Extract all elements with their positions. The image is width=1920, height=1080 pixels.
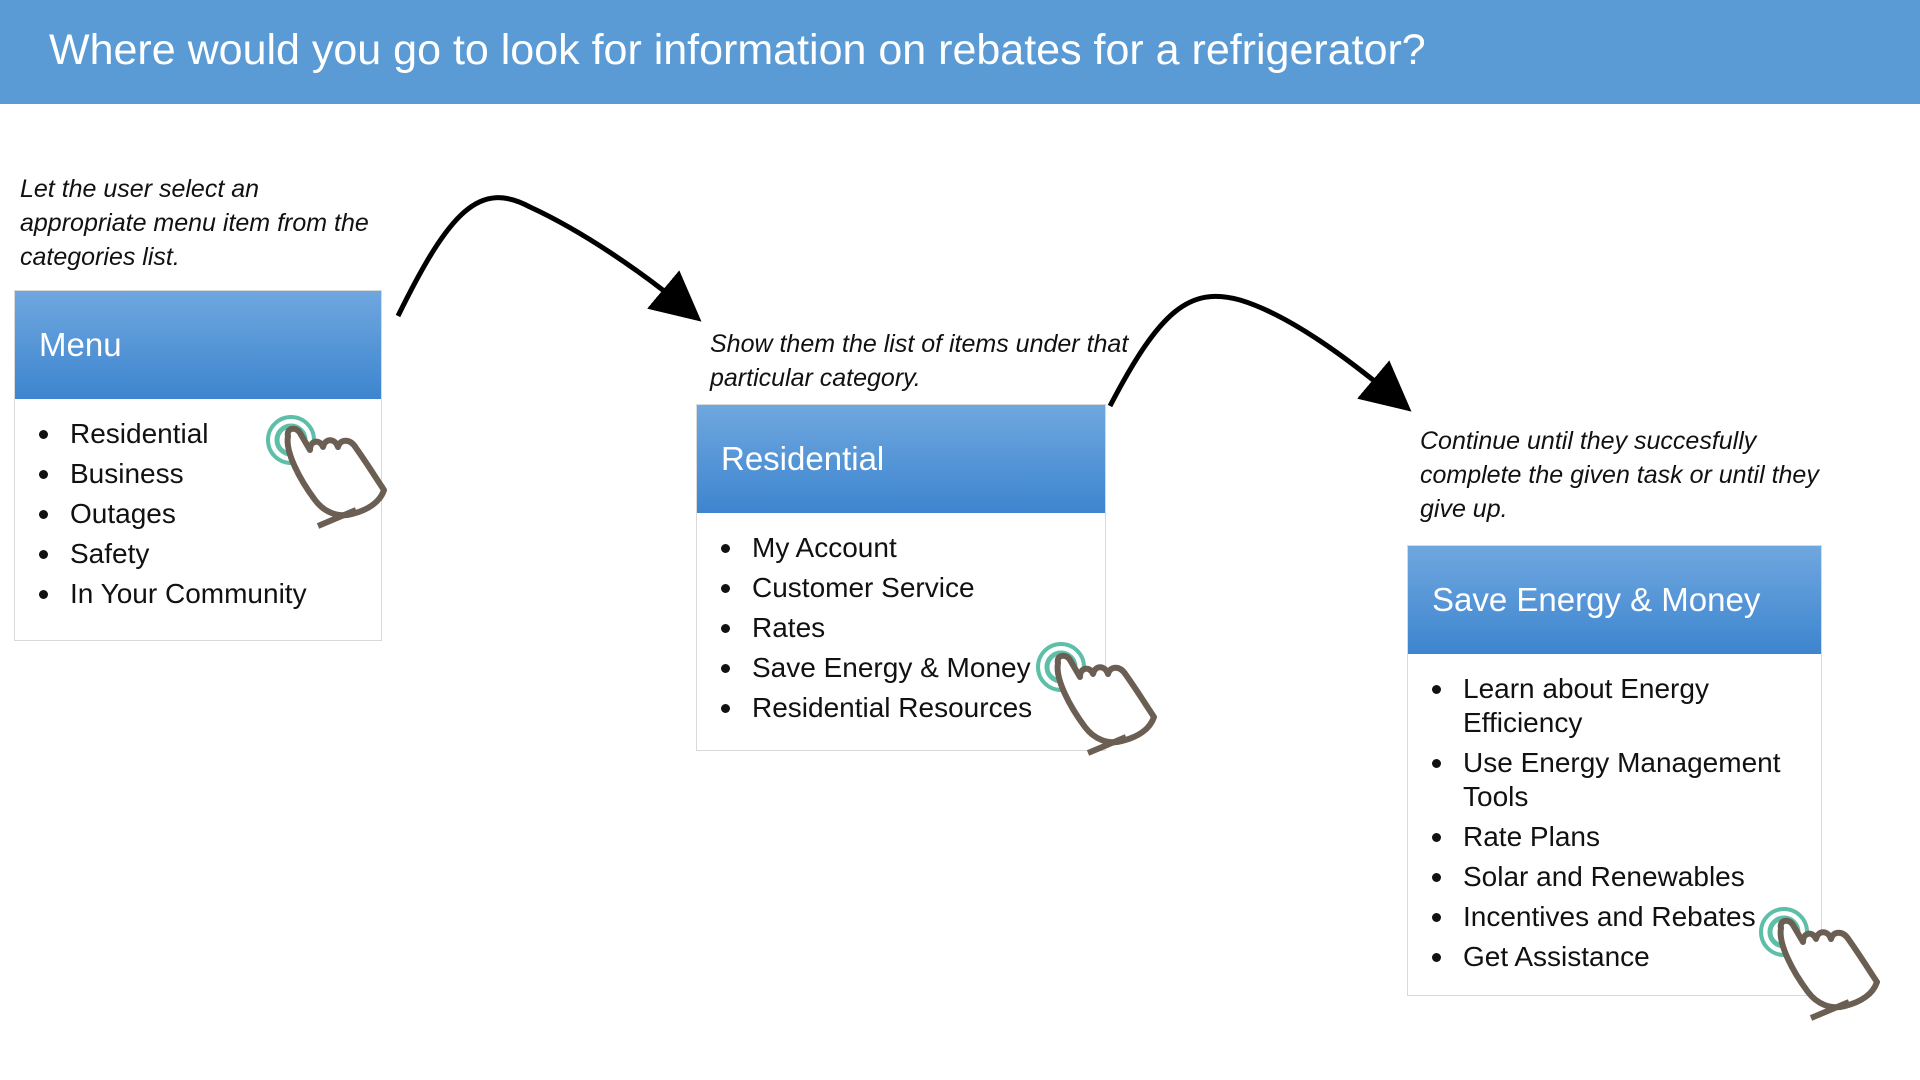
menu-item-safety[interactable]: Safety xyxy=(15,537,381,571)
residential-item-save-energy-money[interactable]: Save Energy & Money xyxy=(697,651,1105,685)
menu-item-business[interactable]: Business xyxy=(15,457,381,491)
hand-pointer-icon xyxy=(288,429,384,526)
residential-panel: Residential My Account Customer Service … xyxy=(696,404,1106,751)
residential-list: My Account Customer Service Rates Save E… xyxy=(697,513,1105,725)
page-title: Where would you go to look for informati… xyxy=(49,26,1426,74)
residential-item-my-account[interactable]: My Account xyxy=(697,531,1105,565)
save-energy-item-solar-renewables[interactable]: Solar and Renewables xyxy=(1408,860,1821,894)
save-energy-item-incentives-rebates[interactable]: Incentives and Rebates xyxy=(1408,900,1821,934)
title-banner: Where would you go to look for informati… xyxy=(0,0,1920,104)
step-1-note: Let the user select an appropriate menu … xyxy=(20,175,369,271)
save-energy-item-get-assistance[interactable]: Get Assistance xyxy=(1408,940,1821,974)
menu-item-in-your-community[interactable]: In Your Community xyxy=(15,577,381,611)
hand-pointer-icon xyxy=(1781,921,1877,1018)
hand-pointer-icon xyxy=(1058,656,1154,753)
residential-panel-title: Residential xyxy=(697,405,1105,513)
residential-item-customer-service[interactable]: Customer Service xyxy=(697,571,1105,605)
curved-arrow-icon xyxy=(1107,293,1412,412)
residential-item-residential-resources[interactable]: Residential Resources xyxy=(697,691,1105,725)
save-energy-item-learn-efficiency[interactable]: Learn about Energy Efficiency xyxy=(1408,672,1821,740)
curved-arrow-icon xyxy=(395,195,702,322)
step-2-note: Show them the list of items under that p… xyxy=(710,330,1129,392)
menu-list: Residential Business Outages Safety In Y… xyxy=(15,399,381,611)
save-energy-list: Learn about Energy Efficiency Use Energy… xyxy=(1408,654,1821,974)
residential-item-rates[interactable]: Rates xyxy=(697,611,1105,645)
menu-item-outages[interactable]: Outages xyxy=(15,497,381,531)
save-energy-panel-title: Save Energy & Money xyxy=(1408,546,1821,654)
step-3-note: Continue until they succesfully complete… xyxy=(1420,427,1819,523)
save-energy-item-energy-management-tools[interactable]: Use Energy Management Tools xyxy=(1408,746,1821,814)
menu-item-residential[interactable]: Residential xyxy=(15,417,381,451)
save-energy-panel: Save Energy & Money Learn about Energy E… xyxy=(1407,545,1822,996)
menu-panel-title: Menu xyxy=(15,291,381,399)
save-energy-item-rate-plans[interactable]: Rate Plans xyxy=(1408,820,1821,854)
